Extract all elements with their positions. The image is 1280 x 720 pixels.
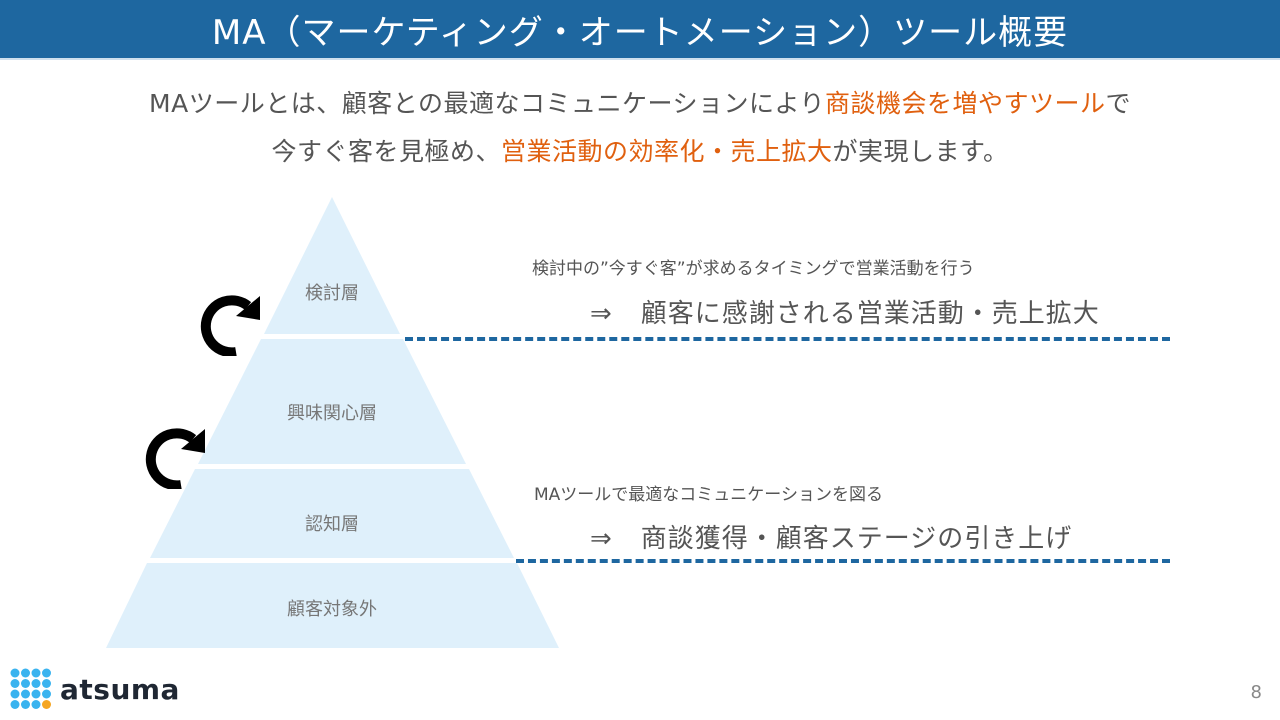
- lower-note-result: ⇒ 商談獲得・顧客ステージの引き上げ: [590, 518, 1072, 555]
- page-number: 8: [1250, 682, 1262, 703]
- layer-label-interest: 興味関心層: [287, 403, 377, 424]
- layer-label-awareness: 認知層: [305, 514, 359, 535]
- double-arrow-icon: ⇒: [590, 524, 613, 554]
- pyramid-layer-interest: [198, 339, 466, 464]
- lead-text: MAツールとは、顧客との最適なコミュニケーションにより: [149, 89, 825, 118]
- redo-arrow-icon: [145, 428, 205, 489]
- lead-line-1: MAツールとは、顧客との最適なコミュニケーションにより商談機会を増やすツールで: [0, 84, 1280, 120]
- lead-text: で: [1105, 89, 1131, 118]
- upper-note-caption: 検討中の”今すぐ客”が求めるタイミングで営業活動を行う: [532, 259, 975, 279]
- pyramid-layer-top: [264, 197, 400, 334]
- lead-text: 今すぐ客を見極め、: [271, 137, 501, 166]
- logo-text: atsuma: [60, 672, 180, 706]
- double-arrow-icon: ⇒: [590, 299, 613, 329]
- lower-note-caption: MAツールで最適なコミュニケーションを図る: [534, 485, 883, 505]
- layer-label-consideration: 検討層: [305, 283, 359, 304]
- pyramid-layer-outside: [106, 563, 559, 648]
- title-bar: MA（マーケティング・オートメーション）ツール概要: [0, 0, 1280, 60]
- lead-line-2: 今すぐ客を見極め、営業活動の効率化・売上拡大が実現します。: [0, 132, 1280, 168]
- lower-note-text: 商談獲得・顧客ステージの引き上げ: [640, 524, 1073, 554]
- layer-label-non-target: 顧客対象外: [287, 599, 377, 620]
- lower-dashed-divider: [516, 559, 1170, 563]
- lead-text: が実現します。: [832, 137, 1009, 166]
- upper-dashed-divider: [405, 337, 1170, 341]
- page-title: MA（マーケティング・オートメーション）ツール概要: [211, 12, 1069, 53]
- lead-highlight: 営業活動の効率化・売上拡大: [500, 137, 833, 166]
- logo-dot-grid-icon: [10, 668, 51, 709]
- redo-arrow-icon: [200, 295, 260, 356]
- pyramid-layer-awareness: [150, 469, 514, 558]
- atsuma-logo: atsuma: [10, 668, 180, 710]
- upper-note-text: 顧客に感謝される営業活動・売上拡大: [640, 299, 1100, 329]
- lead-highlight: 商談機会を増やすツール: [824, 89, 1106, 118]
- upper-note-result: ⇒ 顧客に感謝される営業活動・売上拡大: [590, 293, 1100, 330]
